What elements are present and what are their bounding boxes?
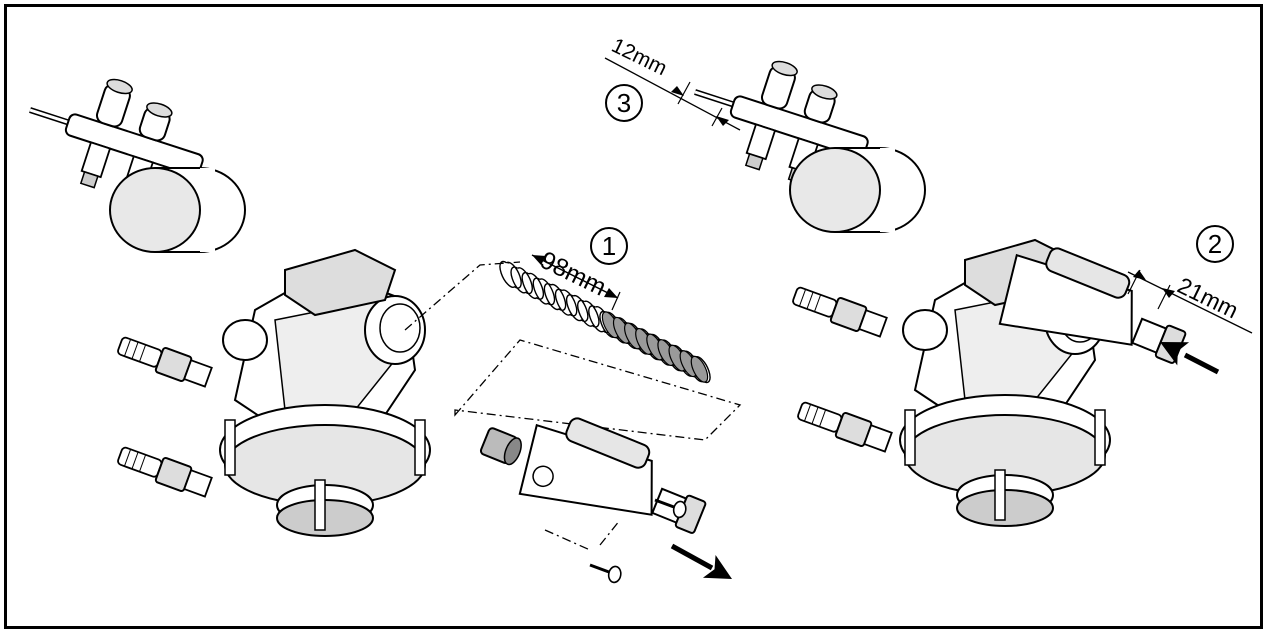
- removal-arrow-icon: [670, 543, 739, 591]
- spring-dimension-line: [531, 254, 621, 311]
- left-valve-assembly: [29, 68, 431, 537]
- screw-upper: [654, 498, 687, 519]
- exploded-parts: [404, 254, 742, 591]
- removed-end-cap: [518, 417, 707, 534]
- step-1-number: 1: [601, 231, 617, 261]
- spring: [499, 260, 711, 384]
- step-marker-3: 3: [605, 84, 643, 122]
- screw-lower: [589, 563, 622, 584]
- step-marker-2: 2: [1196, 225, 1234, 263]
- right-manifold: [694, 50, 885, 200]
- step-3-number: 3: [616, 88, 632, 118]
- right-valve-assembly: [604, 50, 1253, 527]
- right-fitting-lower: [794, 396, 894, 456]
- left-solenoid: [109, 167, 246, 253]
- piston-cylinder: [479, 427, 522, 466]
- left-valve-body: [219, 249, 431, 537]
- installed-end-cap: [998, 247, 1187, 364]
- small-bolt-dimension-line: [604, 57, 741, 131]
- step-marker-1: 1: [590, 227, 628, 265]
- step-2-number: 2: [1207, 229, 1223, 259]
- spring-coil-shaded: [690, 355, 709, 383]
- left-fitting-upper: [114, 331, 214, 391]
- insert-arrow-icon: [1154, 330, 1220, 375]
- left-manifold: [29, 68, 220, 218]
- left-fitting-lower: [114, 441, 214, 501]
- bolt-dimension-line: [1127, 269, 1253, 334]
- right-fitting-upper: [789, 281, 889, 341]
- right-solenoid: [789, 147, 926, 233]
